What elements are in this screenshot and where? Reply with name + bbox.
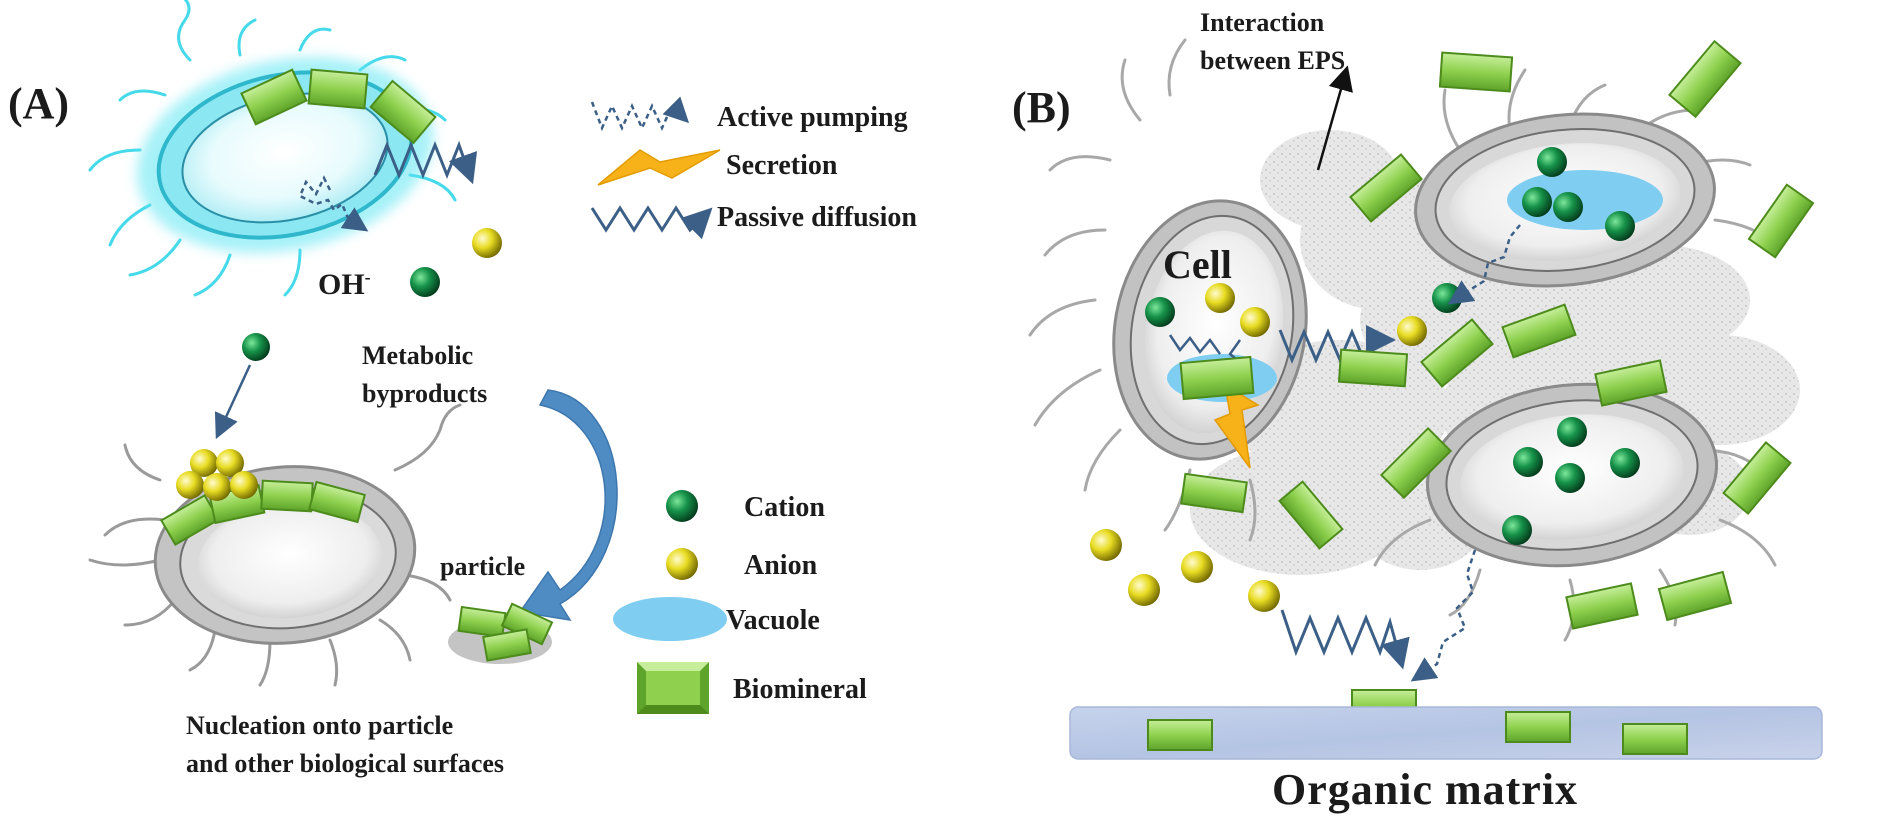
free-anions [1090, 529, 1280, 612]
active-pumping-arrow-a [298, 175, 369, 232]
legend-secretion-label: Secretion [726, 150, 838, 181]
panel-b-label: (B) [1012, 83, 1071, 132]
biomineral-legend-icon [637, 662, 709, 714]
vacuole-legend-icon [613, 597, 727, 641]
left-cell-ions [1145, 283, 1270, 337]
active-pumping-arrow-b2 [1410, 549, 1477, 682]
hydroxide-text: OH [318, 268, 365, 301]
particle-biominerals [457, 602, 554, 662]
lightning-bolt-icon [597, 149, 721, 186]
active-pumping-arrow-b1 [1447, 224, 1521, 305]
cell-label: Cell [1163, 242, 1232, 287]
eps-label-line2: between EPS [1200, 46, 1346, 75]
cation-attach-arrow [214, 364, 252, 440]
dashed-zigzag-arrow-icon [590, 96, 690, 132]
legend-active-pumping-label: Active pumping [717, 102, 908, 133]
passive-diffusion-arrow-a [373, 140, 478, 185]
caption-line2: and other biological surfaces [186, 749, 505, 778]
matrix-biominerals [1147, 711, 1688, 755]
metabolic-label-line2: byproducts [362, 379, 488, 408]
secretion-bolt [1213, 383, 1260, 469]
metabolic-curved-arrow [518, 389, 618, 622]
passive-diffusion-arrow-b1 [1168, 334, 1222, 355]
caption-line1: Nucleation onto particle [186, 711, 454, 740]
legend-cation-label: Cation [744, 492, 825, 523]
anion-legend-icon [666, 548, 698, 580]
bottom-right-cell-ions [1502, 417, 1640, 545]
anion-sphere [1397, 316, 1427, 346]
solid-zigzag-arrow-icon [590, 205, 713, 240]
hydroxide-charge: - [364, 267, 371, 287]
anion-sphere [472, 228, 502, 258]
anion-cluster [176, 449, 258, 501]
panel-b-biominerals [1179, 39, 1815, 721]
passive-diffusion-arrow-b3 [1278, 325, 1396, 364]
legend-passive-diffusion-label: Passive diffusion [717, 202, 917, 233]
organic-matrix-label: Organic matrix [1272, 765, 1579, 814]
metabolic-label-line1: Metabolic [362, 341, 474, 370]
top-right-cell-ions [1432, 147, 1635, 313]
passive-diffusion-arrow-b4 [1280, 609, 1410, 670]
eps-pointer-arrow [1316, 65, 1353, 171]
cation-sphere [242, 333, 270, 361]
cation-legend-icon [666, 490, 698, 522]
cation-sphere [410, 267, 440, 297]
legend-anion-label: Anion [744, 550, 818, 581]
legend-vacuole-label: Vacuole [726, 605, 820, 636]
glowing-cell-biominerals [240, 68, 437, 145]
hydroxide-label: OH- [318, 268, 371, 300]
lower-cell-flagella [88, 403, 462, 687]
eps-label-line1: Interaction [1200, 8, 1325, 37]
legend-biomineral-label: Biomineral [733, 674, 867, 705]
particle-label: particle [440, 552, 526, 581]
lower-cell-body [198, 501, 382, 619]
panel-a-label: (A) [8, 79, 70, 128]
